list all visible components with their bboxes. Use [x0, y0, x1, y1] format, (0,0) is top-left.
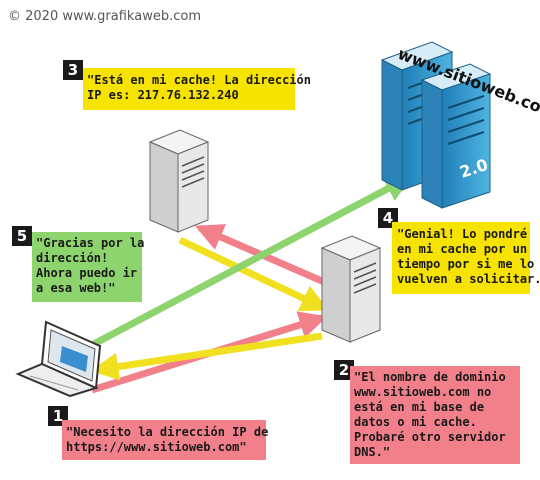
arrow-dns1-to-dns2 — [178, 236, 330, 312]
step-2-number: 2 — [334, 360, 354, 380]
step-3-number: 3 — [63, 60, 83, 80]
web-server-icon: 2.0 — [380, 41, 492, 209]
step-4-bubble: "Genial! Lo pondré en mi cache por un ti… — [392, 222, 540, 294]
dns-server-1-icon — [148, 129, 210, 233]
arrows — [88, 174, 413, 394]
dns-server-2-icon — [320, 235, 382, 343]
step-5-bubble: "Gracias por la dirección! Ahora puedo i… — [32, 232, 144, 302]
step-3-bubble: "Está en mi cache! La dirección IP es: 2… — [83, 68, 311, 110]
step-2-bubble: "El nombre de dominio www.sitioweb.com n… — [350, 366, 520, 464]
step-1-bubble: "Necesito la dirección IP de https://www… — [62, 420, 268, 460]
laptop-icon — [15, 320, 102, 398]
copyright-text: © 2020 www.grafikaweb.com — [8, 9, 201, 24]
arrow-laptop-to-webserver — [88, 174, 413, 350]
step-5-number: 5 — [12, 226, 32, 246]
arrow-dns2-to-dns1 — [194, 224, 340, 292]
arrow-dns2-to-laptop — [90, 332, 323, 381]
